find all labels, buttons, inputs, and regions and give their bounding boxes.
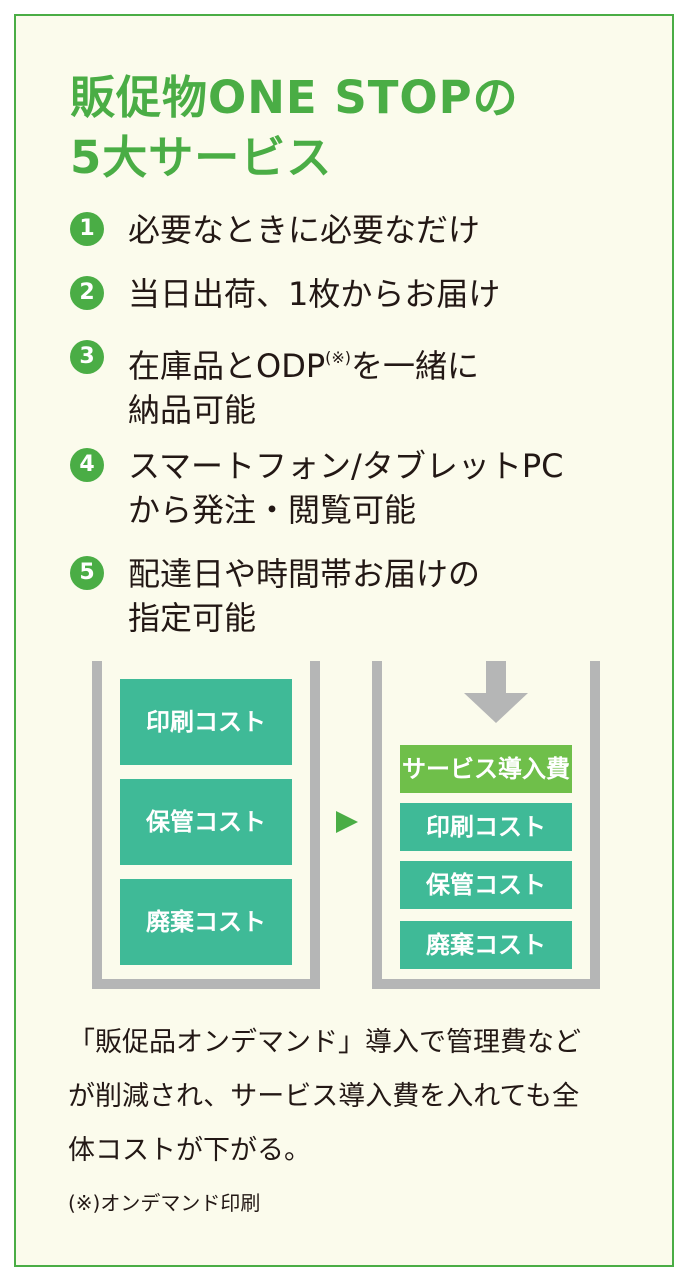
service-panel: 販促物ONE STOPの 5大サービス 1 必要なときに必要なだけ 2 当日出荷… bbox=[14, 14, 674, 1267]
number-2-badge: 2 bbox=[70, 276, 104, 310]
footnote: (※)オンデマンド印刷 bbox=[68, 1191, 261, 1215]
feature-text-pre: 在庫品とODP bbox=[128, 347, 326, 385]
description-line-3: 体コストが下がる。 bbox=[68, 1135, 311, 1166]
down-arrow-icon bbox=[464, 661, 528, 723]
feature-item-5: 5 配達日や時間帯お届けの 指定可能 bbox=[70, 552, 480, 640]
title-line-1: 販促物ONE STOPの bbox=[70, 71, 519, 124]
right-arrow-icon bbox=[336, 811, 358, 833]
disposal-cost-box: 廃棄コスト bbox=[400, 921, 572, 969]
feature-text-line-2: 納品可能 bbox=[128, 391, 257, 429]
before-cost-bin: 印刷コスト 保管コスト 廃棄コスト bbox=[92, 661, 320, 989]
feature-item-2: 2 当日出荷、1枚からお届け bbox=[70, 272, 500, 316]
storage-cost-box: 保管コスト bbox=[120, 779, 292, 865]
number-4-badge: 4 bbox=[70, 448, 104, 482]
number-3-badge: 3 bbox=[70, 340, 104, 374]
feature-text-line-2: から発注・閲覧可能 bbox=[128, 491, 417, 529]
feature-text-post: を一緒に bbox=[351, 347, 480, 385]
feature-text-line-1: スマートフォン/タブレットPC bbox=[128, 447, 564, 485]
footnote-marker: (※) bbox=[325, 348, 352, 367]
description: 「販促品オンデマンド」導入で管理費など が削減され、サービス導入費を入れても全 … bbox=[68, 1016, 648, 1178]
feature-text-line-1: 在庫品とODP(※)を一緒に bbox=[128, 336, 479, 388]
storage-cost-box: 保管コスト bbox=[400, 861, 572, 909]
number-5-badge: 5 bbox=[70, 556, 104, 590]
description-line-2: が削減され、サービス導入費を入れても全 bbox=[68, 1081, 580, 1112]
feature-text-line-2: 指定可能 bbox=[128, 599, 257, 637]
feature-item-1: 1 必要なときに必要なだけ bbox=[70, 208, 480, 252]
disposal-cost-box: 廃棄コスト bbox=[120, 879, 292, 965]
panel-title: 販促物ONE STOPの 5大サービス bbox=[70, 68, 519, 188]
description-line-1: 「販促品オンデマンド」導入で管理費など bbox=[68, 1027, 581, 1058]
service-fee-box: サービス導入費 bbox=[400, 745, 572, 793]
feature-item-4: 4 スマートフォン/タブレットPC から発注・閲覧可能 bbox=[70, 444, 563, 532]
print-cost-box: 印刷コスト bbox=[400, 803, 572, 851]
print-cost-box: 印刷コスト bbox=[120, 679, 292, 765]
cost-diagram: 印刷コスト 保管コスト 廃棄コスト サービス導入費 印刷コスト 保管コスト 廃棄… bbox=[16, 661, 676, 1001]
feature-text-line-1: 配達日や時間帯お届けの bbox=[128, 555, 481, 593]
feature-text: 必要なときに必要なだけ bbox=[128, 211, 481, 249]
after-cost-bin: サービス導入費 印刷コスト 保管コスト 廃棄コスト bbox=[372, 661, 600, 989]
feature-text: 当日出荷、1枚からお届け bbox=[128, 275, 501, 313]
feature-item-3: 3 在庫品とODP(※)を一緒に 納品可能 bbox=[70, 336, 479, 432]
title-line-2: 5大サービス bbox=[70, 131, 333, 184]
number-1-badge: 1 bbox=[70, 212, 104, 246]
